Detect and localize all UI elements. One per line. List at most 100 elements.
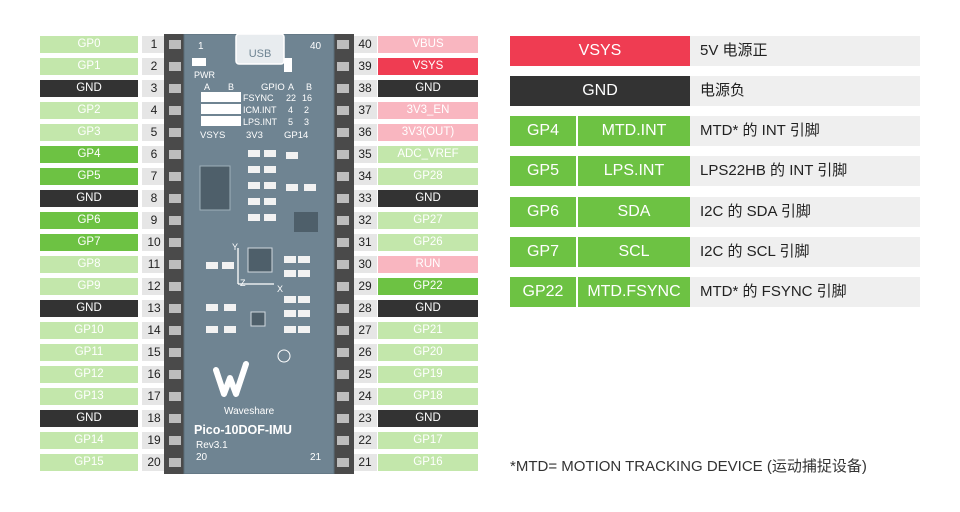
header-pin <box>169 282 181 291</box>
header-pin <box>337 326 349 335</box>
left-pin-label: GP14 <box>40 432 138 449</box>
smd-part <box>286 152 298 159</box>
smd-part <box>206 304 218 311</box>
left-pin-label: GP9 <box>40 278 138 295</box>
header-pin <box>337 370 349 379</box>
header-pin <box>337 414 349 423</box>
left-pin-number: 20 <box>142 454 166 471</box>
v3v3-label: 3V3 <box>246 130 263 141</box>
legend-function-tag: MTD.FSYNC <box>578 277 690 308</box>
pin20-label: 20 <box>196 452 208 463</box>
left-pin-number: 14 <box>142 322 166 339</box>
left-pin-number: 5 <box>142 124 166 141</box>
left-pin-label: GP15 <box>40 454 138 471</box>
gpio-label: GPIO <box>261 82 285 93</box>
header-pin <box>337 128 349 137</box>
legend-description: I2C 的 SCL 引脚 <box>690 236 920 267</box>
smd-part <box>298 310 310 317</box>
model-label: Pico-10DOF-IMU <box>194 423 292 437</box>
right-pin-label: GP20 <box>378 344 478 361</box>
legend-gp-tag: GP5 <box>510 156 576 187</box>
left-pin-label: GND <box>40 80 138 97</box>
smd-part <box>248 214 260 221</box>
smd-part <box>284 256 296 263</box>
left-pin-number: 6 <box>142 146 166 163</box>
right-pin-number: 35 <box>353 146 377 163</box>
left-pin-label: GP0 <box>40 36 138 53</box>
header-pin <box>337 436 349 445</box>
board-illustration: USB 1 40 PWR GPIO A B A B FSYNC ICM.INT … <box>164 33 354 475</box>
jumper-row-3 <box>201 116 241 126</box>
legend-function-tag: MTD.INT <box>578 116 690 146</box>
legend-description: I2C 的 SDA 引脚 <box>690 196 920 227</box>
right-pin-label: GP18 <box>378 388 478 405</box>
left-pin-label: GP4 <box>40 146 138 163</box>
header-pin <box>337 84 349 93</box>
smd-part <box>224 304 236 311</box>
right-pin-label: GP27 <box>378 212 478 229</box>
smd-part <box>206 262 218 269</box>
left-pin-number: 19 <box>142 432 166 449</box>
gp14-label: GP14 <box>284 130 308 141</box>
right-pin-number: 37 <box>353 102 377 119</box>
right-pin-number: 32 <box>353 212 377 229</box>
jumper-row-2 <box>201 104 241 114</box>
smd-part <box>286 184 298 191</box>
header-pin <box>337 260 349 269</box>
axis-z-label: Z <box>240 278 246 288</box>
smd-part <box>284 270 296 277</box>
row3-b: 3 <box>304 117 309 127</box>
left-pin-label: GP7 <box>40 234 138 251</box>
right-pin-number: 24 <box>353 388 377 405</box>
smd-part <box>248 166 260 173</box>
right-pin-number: 29 <box>353 278 377 295</box>
right-pin-label: 3V3_EN <box>378 102 478 119</box>
left-pin-number: 11 <box>142 256 166 273</box>
col-a-right: A <box>288 82 294 92</box>
smd-part <box>298 256 310 263</box>
pin40-label: 40 <box>310 41 322 52</box>
smd-part <box>298 296 310 303</box>
left-pin-number: 13 <box>142 300 166 317</box>
left-pin-label: GP11 <box>40 344 138 361</box>
header-pin <box>169 84 181 93</box>
right-pin-label: GP17 <box>378 432 478 449</box>
smd-part <box>264 166 276 173</box>
smd-components <box>206 150 316 333</box>
legend-gp-tag: GP6 <box>510 196 576 227</box>
right-pin-number: 26 <box>353 344 377 361</box>
axis-x-label: X <box>277 284 283 294</box>
legend-gp-tag: GP22 <box>510 277 576 308</box>
legend-function-tag: SCL <box>578 236 690 267</box>
left-pin-number: 4 <box>142 102 166 119</box>
right-pin-label: RUN <box>378 256 478 273</box>
left-pin-number: 1 <box>142 36 166 53</box>
waveshare-logo <box>213 361 249 397</box>
right-pin-label: GND <box>378 410 478 427</box>
smd-part <box>222 262 234 269</box>
header-pin <box>169 106 181 115</box>
legend-function-tag: SDA <box>578 196 690 227</box>
right-pin-number: 30 <box>353 256 377 273</box>
left-pin-number: 12 <box>142 278 166 295</box>
rev-label: Rev3.1 <box>196 440 228 451</box>
header-pin <box>169 304 181 313</box>
right-pin-number: 39 <box>353 58 377 75</box>
smd-part <box>264 150 276 157</box>
left-pin-label: GP12 <box>40 366 138 383</box>
usb-label: USB <box>249 48 272 60</box>
right-pin-label: 3V3(OUT) <box>378 124 478 141</box>
header-pin <box>169 238 181 247</box>
right-pin-label: ADC_VREF <box>378 146 478 163</box>
right-pin-number: 40 <box>353 36 377 53</box>
left-pin-label: GP2 <box>40 102 138 119</box>
row2-a: 4 <box>288 105 293 115</box>
right-pin-label: VSYS <box>378 58 478 75</box>
row2-b: 2 <box>304 105 309 115</box>
smd-part <box>298 326 310 333</box>
right-pin-number: 36 <box>353 124 377 141</box>
left-pin-number: 10 <box>142 234 166 251</box>
header-pin <box>337 40 349 49</box>
legend-description: LPS22HB 的 INT 引脚 <box>690 156 920 187</box>
